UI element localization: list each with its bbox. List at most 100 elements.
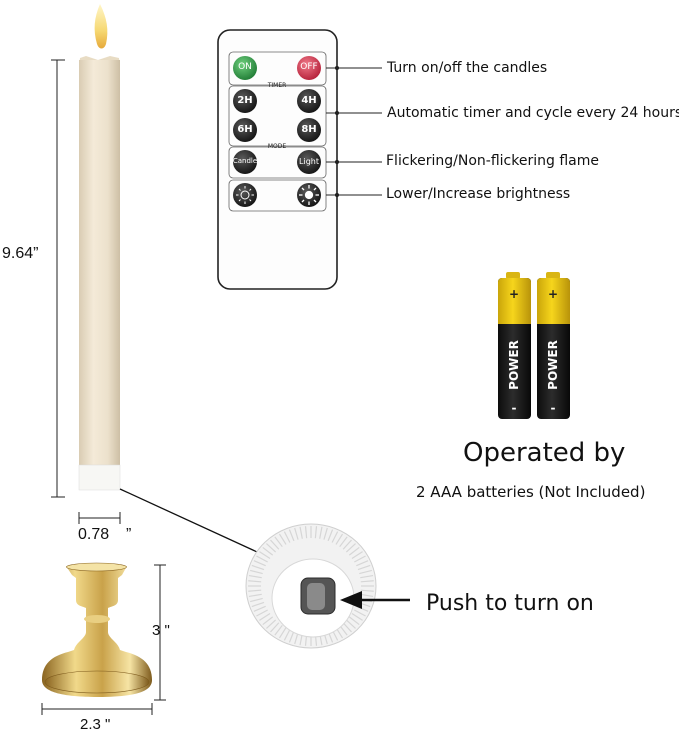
switch-ridge (314, 526, 318, 539)
candle (78, 4, 121, 491)
switch-ridge (251, 601, 265, 608)
remote-timer-6h-button[interactable] (233, 118, 257, 142)
switch-ridge (360, 580, 374, 583)
remote-timer-2h-button[interactable] (233, 89, 257, 113)
switch-ridge (327, 529, 334, 542)
switch-ridge (351, 551, 363, 559)
switch-ridge (266, 543, 277, 553)
switch-ridge (319, 526, 323, 539)
switch-ridge (288, 529, 295, 542)
flame-icon (94, 4, 108, 49)
callout-brightness: Lower/Increase brightness (386, 186, 571, 202)
remote-on-label: ON (238, 62, 252, 72)
remote-timer-label: TIMER (267, 82, 287, 89)
switch-ridge (360, 589, 374, 592)
switch-ridge (323, 527, 328, 540)
switch-ridge (274, 624, 283, 636)
switch-leader-line (119, 488, 269, 558)
switch-ridge (259, 551, 271, 559)
switch-ridge (354, 609, 366, 617)
sun-bright-icon (299, 185, 319, 205)
switch-ridge (335, 533, 344, 545)
callout-power: Turn on/off the candles (387, 60, 548, 76)
switch-ridge (256, 609, 268, 617)
candle-holder (42, 562, 152, 697)
timer-8h-label: 8H (301, 124, 317, 135)
switch-ridge (345, 619, 356, 629)
sun-dim-icon (236, 186, 254, 204)
candle-height-label: 9.64” (2, 245, 39, 262)
switch-ridge (345, 543, 356, 553)
candle-width-unit: ” (126, 526, 132, 543)
switch-ridge (274, 536, 283, 548)
remote-mode-label: MODE (267, 143, 287, 150)
switch-ridge (348, 616, 360, 626)
callout-mode: Flickering/Non-flickering flame (386, 153, 599, 169)
switch-ridge (248, 580, 262, 583)
switch-ridge (253, 560, 266, 567)
aaa-battery-right: + - (537, 272, 570, 419)
battery-right-brand: POWER (543, 333, 563, 403)
candle-body (79, 60, 120, 465)
switch-ridge (342, 539, 352, 550)
candle-width-label: 0.78 (78, 526, 110, 543)
remote-timer-4h-button[interactable] (297, 89, 321, 113)
switch-ridge (339, 536, 348, 548)
remote-callout-lines (326, 65, 382, 198)
candle-width-dimension (78, 512, 121, 524)
switch-ridge (288, 630, 295, 643)
remote-light-mode-button[interactable] (297, 150, 321, 174)
mode-candle-label: Candle (232, 157, 258, 165)
push-arrow-icon (340, 591, 410, 609)
remote-timer-8h-button[interactable] (297, 118, 321, 142)
switch-ridge (262, 616, 274, 626)
switch-ridge (283, 629, 291, 641)
switch-ridge (354, 555, 366, 563)
remote-candle-mode-button[interactable] (233, 150, 257, 174)
remote-control (217, 29, 338, 290)
candle-height-dimension (51, 59, 65, 498)
switch-ridge (266, 619, 277, 629)
switch-ridge (299, 526, 303, 539)
battery-left-brand-text: POWER (507, 340, 521, 390)
battery-heading: Operated by (463, 438, 626, 468)
switch-ridge (357, 564, 371, 571)
switch-ridge (253, 605, 266, 612)
switch-ridge (342, 622, 352, 633)
battery-note: 2 AAA batteries (Not Included) (416, 483, 646, 501)
svg-text:+: + (509, 287, 519, 301)
holder-width-dimension (41, 703, 153, 715)
svg-text:-: - (551, 401, 556, 415)
battery-right-brand-text: POWER (546, 340, 560, 390)
switch-ridge (304, 526, 308, 539)
battery-left-brand: POWER (504, 333, 524, 403)
switch-ridge (278, 627, 287, 639)
switch-ridge (351, 613, 363, 621)
aaa-battery-left: + - (498, 272, 531, 419)
switch-ridge (248, 593, 262, 598)
remote-off-button[interactable] (297, 56, 321, 80)
switch-ridge (262, 546, 274, 556)
switch-ridge (248, 574, 262, 579)
callout-timer: Automatic timer and cycle every 24 hours (387, 105, 679, 121)
switch-ridge (294, 527, 299, 540)
holder-width-label: 2.3 " (80, 716, 111, 733)
svg-text:-: - (512, 401, 517, 415)
switch-ridge (360, 574, 374, 579)
switch-ridge (251, 564, 265, 571)
timer-4h-label: 4H (301, 95, 317, 106)
candle-switch-cap (245, 523, 377, 649)
switch-ridge (359, 569, 372, 575)
mode-light-label: Light (299, 157, 319, 166)
remote-on-button[interactable] (233, 56, 257, 80)
svg-text:+: + (548, 287, 558, 301)
switch-ridge (331, 531, 339, 543)
switch-ridge (259, 613, 271, 621)
switch-ridge (270, 622, 280, 633)
switch-ridge (283, 531, 291, 543)
switch-ridge (360, 593, 374, 598)
switch-ridge (250, 597, 263, 603)
switch-ridge (250, 569, 263, 575)
timer-2h-label: 2H (237, 95, 253, 106)
